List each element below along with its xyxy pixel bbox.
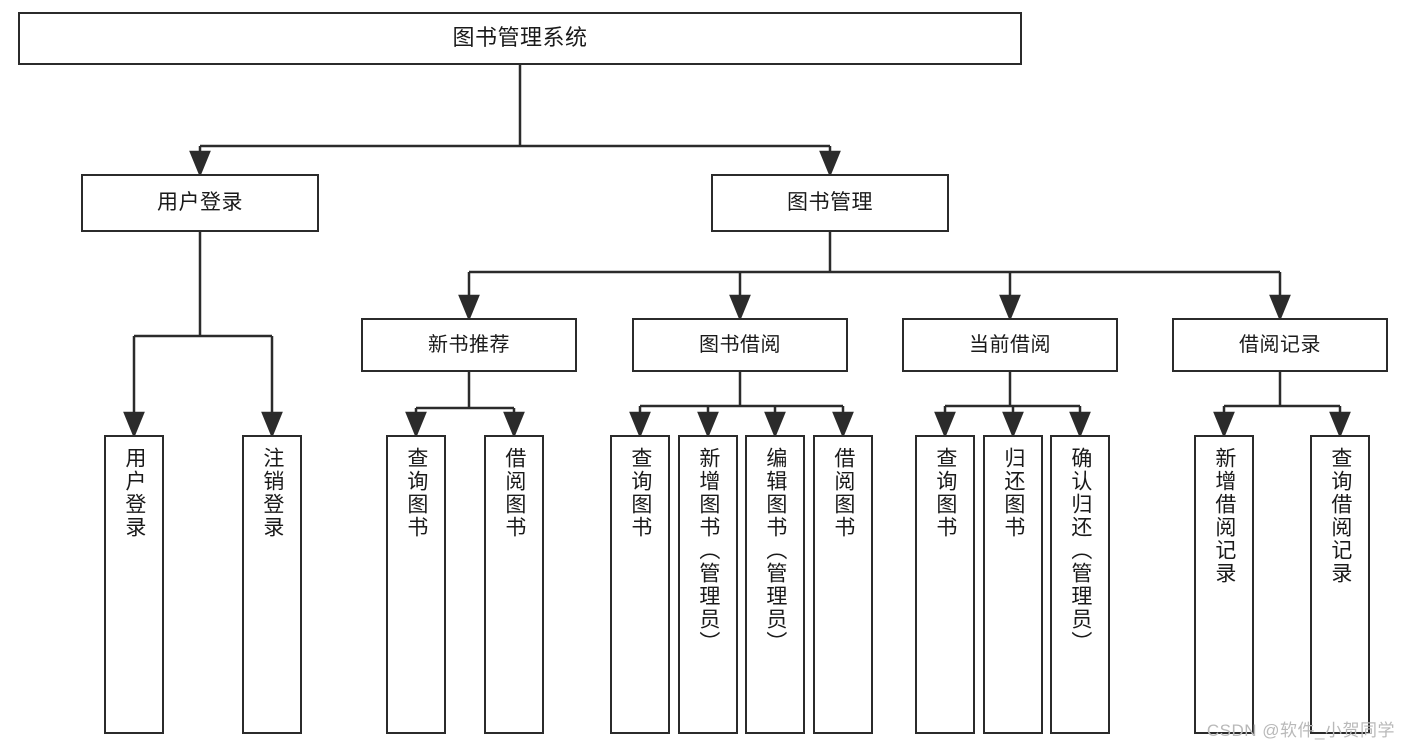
- node-label: 用户登录: [157, 191, 243, 215]
- node-book-borrow: 图书借阅: [632, 318, 848, 372]
- node-leaf-user-login: 用户登录: [104, 435, 164, 734]
- node-label: 借阅图书: [831, 447, 855, 539]
- node-book-admin: 图书管理: [711, 174, 949, 232]
- node-label: 图书借阅: [699, 334, 781, 356]
- node-label: 借阅记录: [1239, 334, 1321, 356]
- node-leaf-query-book-1: 查询图书: [386, 435, 446, 734]
- node-label: 查询图书: [404, 447, 428, 539]
- node-label: 确认归还（管理员）: [1068, 447, 1092, 654]
- node-label: 注销登录: [260, 447, 284, 539]
- node-leaf-query-record: 查询借阅记录: [1310, 435, 1370, 734]
- node-label: 查询图书: [933, 447, 957, 539]
- node-leaf-add-record: 新增借阅记录: [1194, 435, 1254, 734]
- node-label: 图书管理: [787, 191, 873, 215]
- node-leaf-return-book: 归还图书: [983, 435, 1043, 734]
- connector-group: [123, 65, 1351, 439]
- node-label: 借阅图书: [502, 447, 526, 539]
- node-leaf-query-book-2: 查询图书: [610, 435, 670, 734]
- node-user-login: 用户登录: [81, 174, 319, 232]
- node-label: 用户登录: [122, 447, 146, 539]
- node-current-borrow: 当前借阅: [902, 318, 1118, 372]
- node-leaf-add-book: 新增图书（管理员）: [678, 435, 738, 734]
- node-label: 查询图书: [628, 447, 652, 539]
- node-label: 新书推荐: [428, 334, 510, 356]
- node-leaf-user-logout: 注销登录: [242, 435, 302, 734]
- node-label: 图书管理系统: [452, 25, 588, 51]
- node-leaf-query-book-3: 查询图书: [915, 435, 975, 734]
- node-leaf-confirm-return: 确认归还（管理员）: [1050, 435, 1110, 734]
- node-label: 新增借阅记录: [1212, 447, 1236, 585]
- node-label: 编辑图书（管理员）: [763, 447, 787, 654]
- node-new-book-rec: 新书推荐: [361, 318, 577, 372]
- node-root: 图书管理系统: [18, 12, 1022, 65]
- node-label: 当前借阅: [969, 334, 1051, 356]
- node-label: 查询借阅记录: [1328, 447, 1352, 585]
- node-leaf-edit-book: 编辑图书（管理员）: [745, 435, 805, 734]
- node-borrow-record: 借阅记录: [1172, 318, 1388, 372]
- node-leaf-borrow-book-2: 借阅图书: [813, 435, 873, 734]
- node-label: 新增图书（管理员）: [696, 447, 720, 654]
- node-label: 归还图书: [1001, 447, 1025, 539]
- node-leaf-borrow-book-1: 借阅图书: [484, 435, 544, 734]
